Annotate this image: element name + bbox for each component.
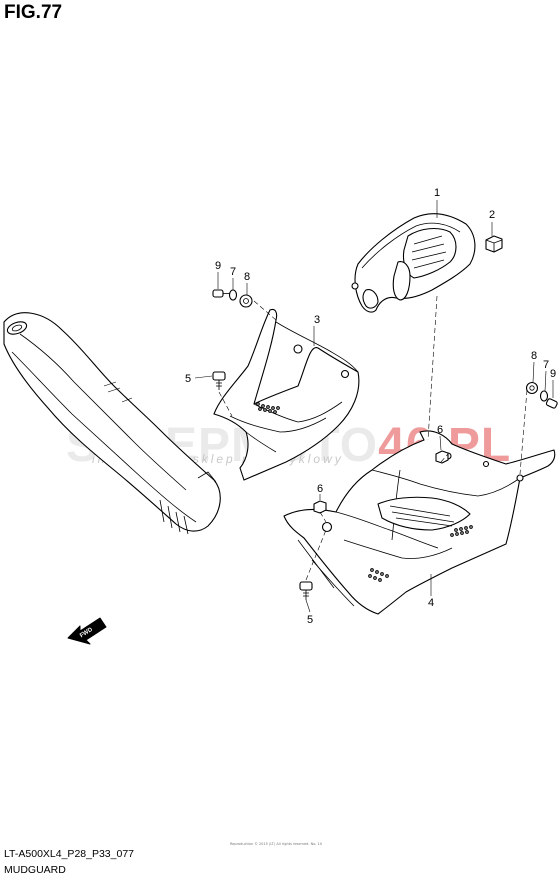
assembly-dash-lines — [218, 295, 528, 581]
left-fender-drawing — [3, 312, 221, 535]
callout-6-lower: 6 — [317, 483, 323, 495]
part-name: MUDGUARD — [4, 864, 66, 876]
callout-9-right: 9 — [550, 368, 556, 380]
left-mudguard-drawing — [213, 308, 360, 481]
model-code: LT-A500XL4_P28_P33_077 — [4, 848, 134, 860]
hardware-bolt-2 — [485, 235, 503, 253]
callout-8-left: 8 — [244, 271, 250, 283]
hardware-left-bolt-group — [212, 289, 253, 308]
hardware-screw-5-lower — [299, 581, 313, 600]
callout-5-upper: 5 — [185, 373, 191, 385]
hardware-screw-5-upper — [212, 371, 226, 390]
left-mudguard-grip-holes — [256, 402, 280, 414]
callout-7-right: 7 — [543, 359, 549, 371]
callout-numbers: 1 2 3 4 5 5 6 6 7 7 8 8 9 9 — [185, 187, 556, 626]
callout-5-lower: 5 — [307, 614, 313, 626]
copyright-note: Reproduction © 2015 (LT) All rights rese… — [230, 842, 323, 846]
callout-7-left: 7 — [230, 266, 236, 278]
callout-8-right: 8 — [531, 350, 537, 362]
hardware-right-bolt-group — [525, 381, 558, 409]
leader-lines — [194, 200, 554, 613]
figure-title: FIG.77 — [4, 2, 63, 23]
callout-3: 3 — [314, 314, 320, 326]
fwd-direction-arrow: FWD — [67, 617, 107, 645]
hardware-nut-6-upper — [435, 450, 449, 464]
callout-2: 2 — [489, 209, 495, 221]
callout-4: 4 — [428, 597, 434, 609]
front-cover-drawing — [351, 213, 476, 313]
callout-6-upper: 6 — [437, 424, 443, 436]
right-mudguard-drawing — [283, 430, 556, 615]
hardware-nut-6-lower — [313, 500, 327, 514]
right-mudguard-grip-holes — [368, 525, 473, 582]
callout-9-left: 9 — [215, 260, 221, 272]
callout-1: 1 — [434, 187, 440, 199]
